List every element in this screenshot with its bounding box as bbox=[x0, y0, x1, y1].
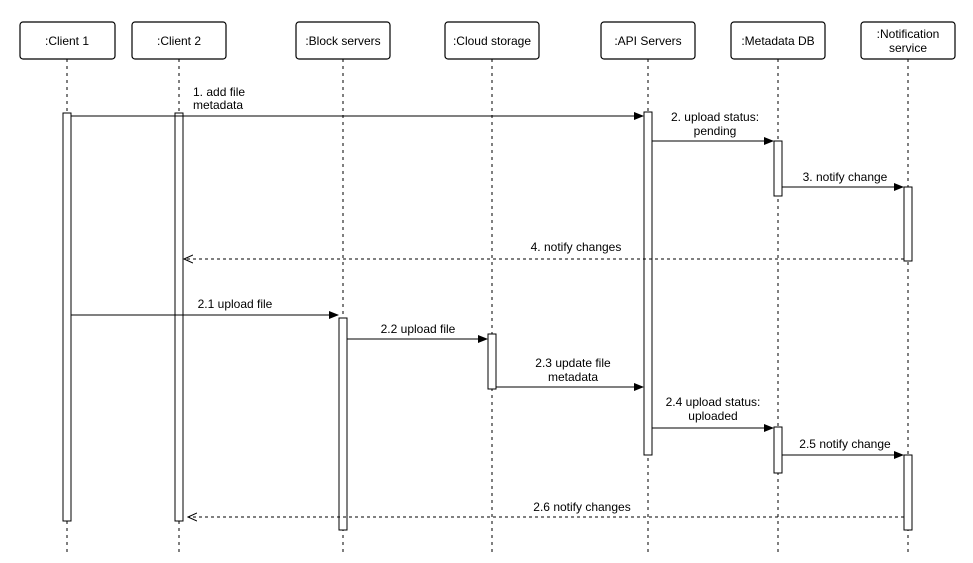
message-label: 2. upload status: bbox=[671, 110, 759, 124]
message-label: 3. notify change bbox=[803, 170, 888, 184]
participant-label: :Block servers bbox=[305, 34, 380, 48]
activation-notification-2 bbox=[903, 454, 913, 531]
participant-block-servers: :Block servers bbox=[295, 21, 391, 60]
message-label: metadata bbox=[548, 370, 598, 384]
participant-client-2: :Client 2 bbox=[131, 21, 227, 60]
participant-label: :Client 2 bbox=[157, 34, 201, 48]
participant-label: :Cloud storage bbox=[453, 34, 531, 48]
participant-label: :API Servers bbox=[614, 34, 681, 48]
participant-label: :Client 1 bbox=[45, 34, 89, 48]
activation-bars bbox=[62, 111, 913, 531]
message-2-6: 2.6 notify changes bbox=[188, 500, 904, 517]
message-2-4: 2.4 upload status: uploaded bbox=[652, 395, 774, 432]
message-label: uploaded bbox=[688, 409, 737, 423]
message-label: 2.4 upload status: bbox=[666, 395, 761, 409]
activation-api-servers bbox=[643, 111, 653, 456]
activation-client-1 bbox=[62, 112, 72, 522]
message-2-3: 2.3 update file metadata bbox=[496, 356, 644, 391]
participant-api-servers: :API Servers bbox=[600, 21, 696, 60]
message-label: 2.3 update file bbox=[535, 356, 611, 370]
participant-label: :Metadata DB bbox=[741, 34, 814, 48]
message-label: 2.1 upload file bbox=[198, 297, 273, 311]
participant-cloud-storage: :Cloud storage bbox=[444, 21, 540, 60]
participant-label: :Notification bbox=[877, 27, 940, 41]
message-label: 2.5 notify change bbox=[799, 437, 891, 451]
participant-notification-service: :Notification service bbox=[860, 21, 956, 60]
activation-metadata-db-1 bbox=[773, 140, 783, 197]
activation-block-servers bbox=[338, 317, 348, 531]
activation-notification-1 bbox=[903, 186, 913, 262]
message-2-1: 2.1 upload file bbox=[71, 297, 339, 319]
message-4: 4. notify changes bbox=[184, 240, 904, 259]
activation-client-2 bbox=[174, 112, 184, 522]
message-2-2: 2.2 upload file bbox=[347, 322, 488, 343]
message-label: 1. add file bbox=[193, 85, 245, 99]
message-label: pending bbox=[694, 124, 737, 138]
message-1: 1. add file metadata bbox=[71, 85, 644, 120]
message-label: 4. notify changes bbox=[531, 240, 622, 254]
activation-metadata-db-2 bbox=[773, 426, 783, 474]
message-label: 2.2 upload file bbox=[381, 322, 456, 336]
participant-client-1: :Client 1 bbox=[19, 21, 116, 60]
message-2-5: 2.5 notify change bbox=[782, 437, 904, 459]
activation-cloud-storage bbox=[487, 333, 497, 390]
participant-metadata-db: :Metadata DB bbox=[730, 21, 826, 60]
message-3: 3. notify change bbox=[782, 170, 904, 191]
message-2: 2. upload status: pending bbox=[652, 110, 774, 145]
participant-label: service bbox=[889, 41, 927, 55]
message-label: 2.6 notify changes bbox=[533, 500, 630, 514]
lifelines bbox=[66, 59, 909, 555]
message-label: metadata bbox=[193, 98, 243, 112]
